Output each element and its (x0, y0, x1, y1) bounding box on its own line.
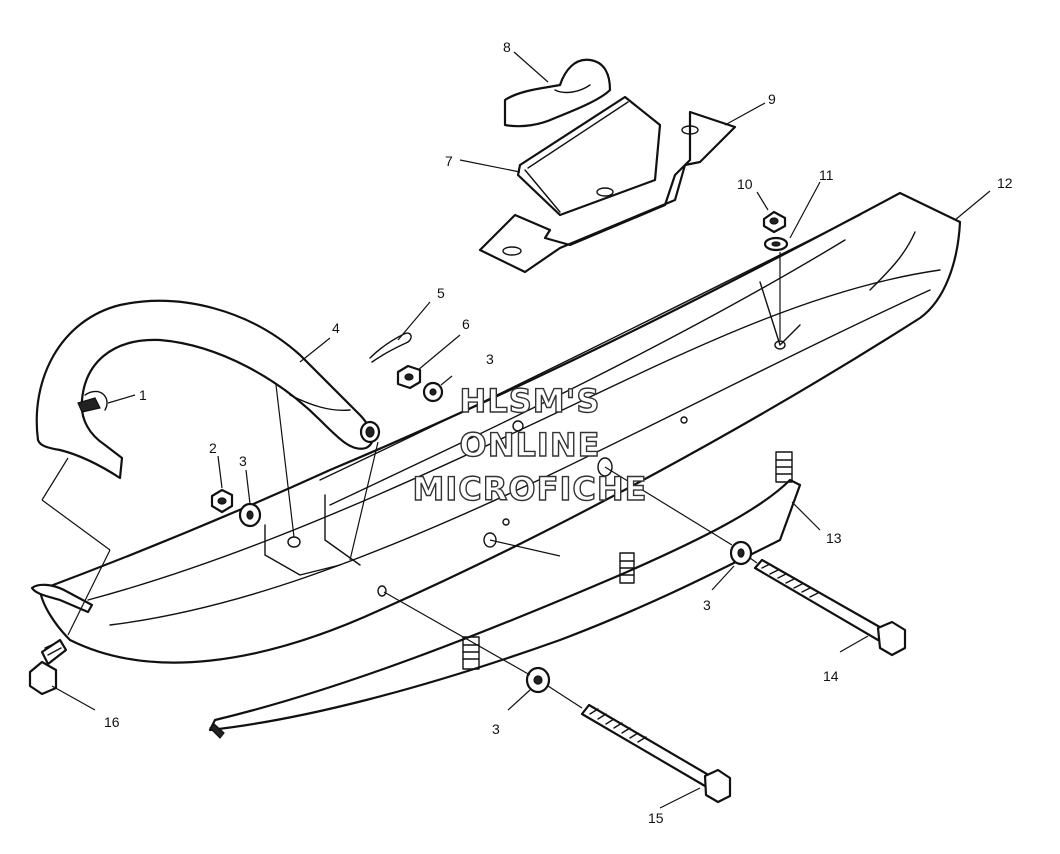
callout-10: 10 (737, 176, 753, 192)
callout-3-right: 3 (703, 597, 711, 613)
wear-bar (208, 451, 802, 739)
hardware (28, 210, 907, 804)
ski-body (30, 191, 962, 664)
callout-9: 9 (768, 91, 776, 107)
callout-14: 14 (823, 668, 839, 684)
callout-15: 15 (648, 810, 664, 826)
watermark-line-2: ONLINE (460, 426, 601, 464)
callout-13: 13 (826, 530, 842, 546)
callout-12: 12 (997, 175, 1013, 191)
callout-4: 4 (332, 320, 340, 336)
callout-3-top: 3 (486, 351, 494, 367)
callout-5: 5 (437, 285, 445, 301)
callout-1: 1 (139, 387, 147, 403)
callout-6: 6 (462, 316, 470, 332)
saddle-assembly (478, 58, 737, 274)
callout-labels: 1 2 3 3 3 3 4 5 6 7 8 9 10 11 12 13 14 1… (104, 39, 1013, 826)
callout-7: 7 (445, 153, 453, 169)
callout-3-left: 3 (239, 453, 247, 469)
callout-8: 8 (503, 39, 511, 55)
callout-3-bottom: 3 (492, 721, 500, 737)
callout-16: 16 (104, 714, 120, 730)
leader-lines (41, 51, 991, 809)
callout-11: 11 (819, 167, 834, 183)
ski-handle (35, 299, 381, 480)
watermark-line-1: HLSM'S (460, 382, 601, 420)
watermark: HLSM'S ONLINE MICROFICHE (412, 381, 648, 508)
callout-2: 2 (209, 440, 217, 456)
watermark-line-3: MICROFICHE (413, 470, 648, 508)
